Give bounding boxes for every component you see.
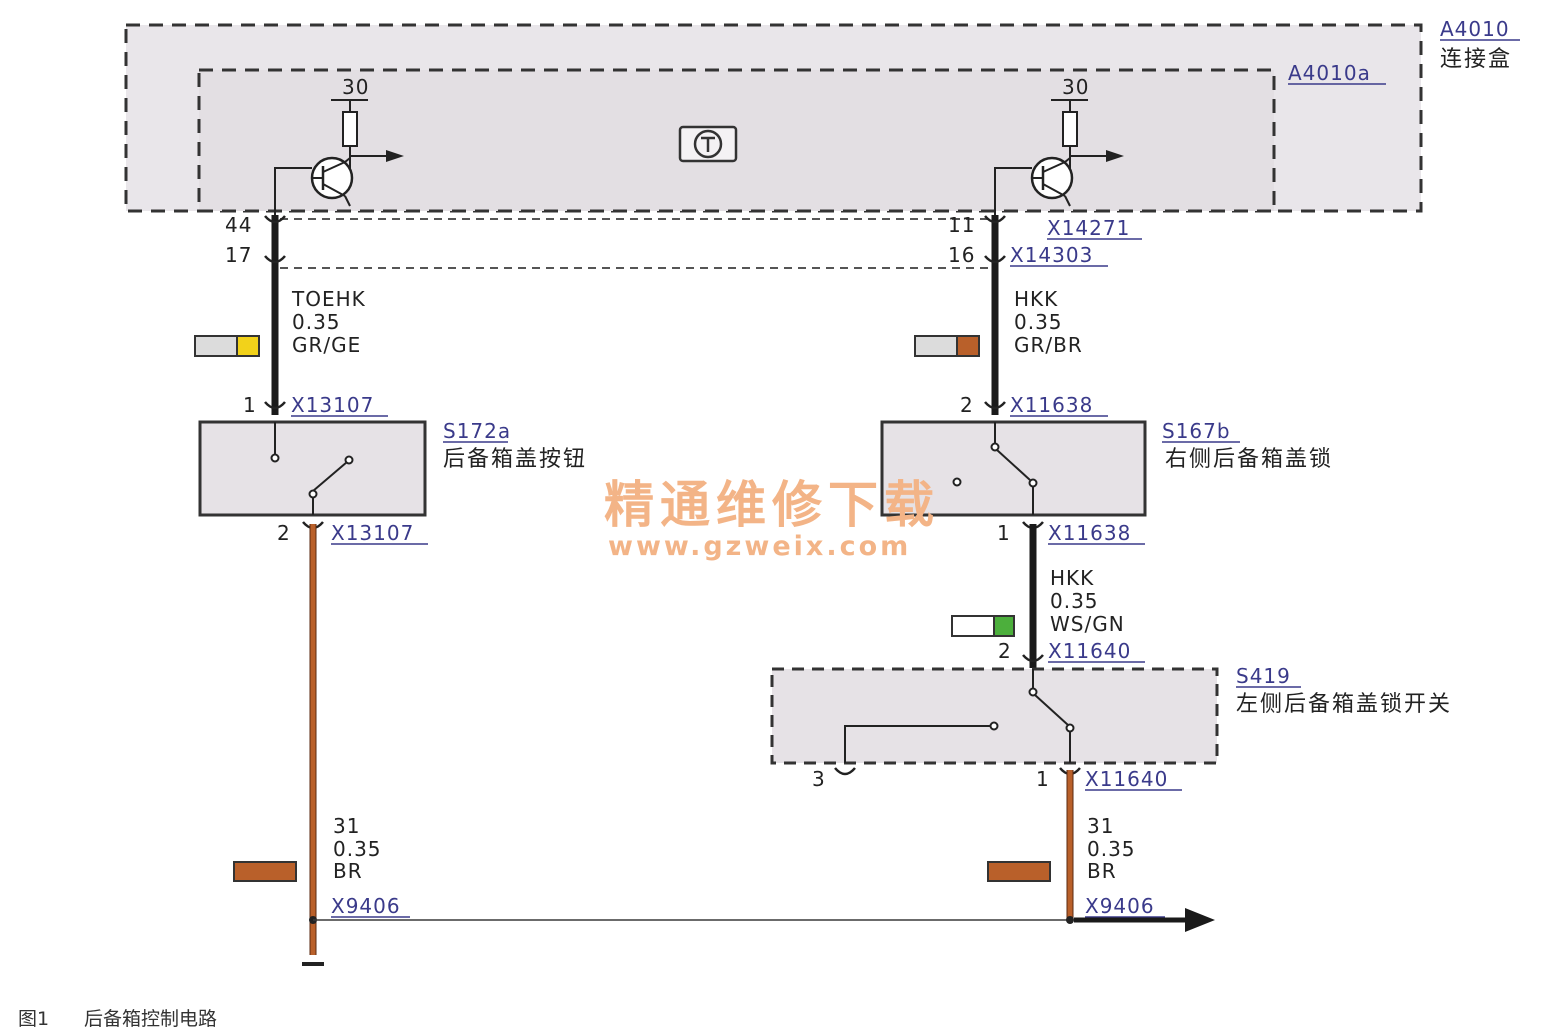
right-wire2-name: HKK — [1050, 566, 1094, 590]
right-wire-name: HKK — [1014, 287, 1058, 311]
left-transistor-group: 30 — [274, 75, 404, 215]
left-supply-label: 30 — [342, 75, 369, 99]
watermark-url: www.gzweix.com — [608, 531, 911, 562]
resistor-icon — [342, 111, 358, 147]
switch-icon — [270, 422, 354, 515]
right-ground-swatch — [987, 861, 1051, 882]
module-outer-name: 连接盒 — [1440, 47, 1512, 72]
arrow-right-icon — [1074, 908, 1215, 932]
right-wire-size: 0.35 — [1014, 310, 1063, 334]
right-ground-wire-size: 0.35 — [1087, 837, 1136, 861]
switch2-pin-aux: 3 — [812, 767, 826, 791]
switch2-pin-in: 2 — [998, 639, 1012, 663]
left-wire-color: GR/GE — [292, 333, 361, 357]
resistor-icon — [1062, 111, 1078, 147]
right-switch-pin-out: 1 — [997, 521, 1011, 545]
caption-figure: 图1 — [18, 1008, 49, 1030]
switch-s167b-id[interactable]: S167b — [1162, 419, 1231, 443]
caption-text: 后备箱控制电路 — [84, 1008, 217, 1030]
right-connector-marks — [984, 215, 1006, 410]
left-ground-conn[interactable]: X9406 — [331, 894, 401, 918]
right-conn-top[interactable]: X14271 — [1047, 216, 1130, 240]
right-wire2-size: 0.35 — [1050, 589, 1099, 613]
left-switch-pin-in: 1 — [243, 393, 257, 417]
right-wire2-swatch — [951, 615, 1015, 637]
switch-box-s419 — [770, 667, 1219, 765]
switch-s419-name: 左侧后备箱盖锁开关 — [1236, 692, 1452, 717]
switch-box-s167b — [880, 420, 1147, 517]
right-switch-pin-in: 2 — [960, 393, 974, 417]
left-wire-swatch — [194, 335, 260, 357]
right-pin-top: 11 — [948, 213, 975, 237]
switch-s172a-id[interactable]: S172a — [443, 419, 511, 443]
right-ground-wire-name: 31 — [1087, 814, 1114, 838]
left-ground-wire-size: 0.35 — [333, 837, 382, 861]
left-ground-wire-color: BR — [333, 859, 363, 883]
switch-icon — [952, 422, 1038, 515]
right-ground-wire-color: BR — [1087, 859, 1117, 883]
right-pin-bottom: 16 — [948, 243, 975, 267]
left-wire-name: TOEHK — [291, 287, 366, 311]
right-ground-conn[interactable]: X9406 — [1085, 894, 1155, 918]
switch-s167b-name: 右侧后备箱盖锁 — [1165, 447, 1333, 472]
left-ground-wire-name: 31 — [333, 814, 360, 838]
left-switch-conn-in[interactable]: X13107 — [291, 393, 374, 417]
left-ground-swatch — [233, 861, 297, 882]
left-pin-top: 44 — [225, 213, 252, 237]
switch-s419-id[interactable]: S419 — [1236, 664, 1291, 688]
module-inner-id[interactable]: A4010a — [1288, 61, 1371, 85]
left-wire-size: 0.35 — [292, 310, 341, 334]
left-switch-conn-out[interactable]: X13107 — [331, 521, 414, 545]
switch2-conn-in[interactable]: X11640 — [1048, 639, 1131, 663]
left-pin-bottom: 17 — [225, 243, 252, 267]
switch2-pin-out: 1 — [1036, 767, 1050, 791]
left-connector-marks — [264, 215, 286, 410]
right-wire-color: GR/BR — [1014, 333, 1083, 357]
right-transistor-group: 30 — [994, 75, 1124, 215]
switch2-conn-out[interactable]: X11640 — [1085, 767, 1168, 791]
right-switch-conn-out[interactable]: X11638 — [1048, 521, 1131, 545]
left-switch-pin-out: 2 — [277, 521, 291, 545]
switch-icon — [844, 669, 1075, 763]
right-wire-swatch — [914, 335, 980, 357]
right-wire2-color: WS/GN — [1050, 612, 1125, 636]
module-outer-id[interactable]: A4010 — [1440, 17, 1510, 41]
right-switch-conn-in[interactable]: X11638 — [1010, 393, 1093, 417]
watermark-title: 精通维修下载 — [604, 476, 940, 534]
switch-s172a-name: 后备箱盖按钮 — [443, 447, 587, 472]
control-unit-icon — [678, 125, 738, 163]
right-supply-label: 30 — [1062, 75, 1089, 99]
right-conn-bottom[interactable]: X14303 — [1010, 243, 1093, 267]
